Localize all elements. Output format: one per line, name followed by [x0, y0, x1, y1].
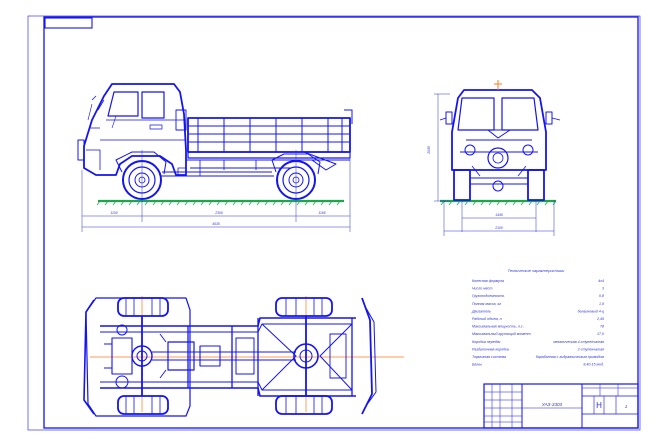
spec-row-value: бензиновый 4-ц: [578, 309, 604, 313]
dim-track: 1445: [495, 213, 503, 217]
dim-overall-width: 2100: [494, 226, 503, 230]
spec-row-label: Максимальная мощность, л.с.: [472, 325, 524, 329]
dim-wheelbase: 2300: [214, 211, 223, 215]
spec-row-value: 78: [600, 325, 604, 329]
spec-row-value: 1,9: [599, 302, 604, 306]
rear-left-tire: [275, 297, 333, 317]
spec-row-label: Число мест: [472, 287, 492, 291]
title-block-designation: УАЗ-3303: [542, 402, 563, 407]
spec-row-value: 3: [602, 287, 604, 291]
spec-row-label: Коробка передач: [472, 340, 501, 344]
spec-row-value: 17,0: [597, 332, 604, 336]
spec-row-label: Тормозная система: [472, 355, 506, 359]
front-view: [439, 80, 561, 206]
spec-row-value: 2-ступенчатая: [577, 347, 604, 351]
spec-row-value: 2,45: [596, 317, 604, 321]
spec-row-label: Двигатель: [471, 309, 491, 313]
spec-row-value: 8,40-15 мод.: [583, 363, 604, 367]
front-left-tire: [117, 297, 169, 317]
spec-table: Технические характеристики Колесная форм…: [471, 268, 605, 367]
dim-height: 2045: [427, 146, 431, 155]
spec-table-title: Технические характеристики: [508, 268, 565, 273]
spec-row-label: Колесная формула: [472, 279, 504, 283]
spec-row-value: механическая 4-ступенчатая: [553, 340, 604, 344]
drawing-frame: [43, 16, 639, 429]
front-right-tire: [117, 395, 169, 415]
spec-row-value: 4x4: [598, 279, 604, 283]
spec-row-label: Грузоподъемность: [472, 294, 504, 298]
front-view-dimensions: [434, 93, 555, 236]
top-view-chassis: [83, 296, 404, 417]
title-block: [483, 383, 639, 429]
title-block-sheet-mark: Н: [596, 401, 602, 410]
spec-row-label: Максимальный крутящий момент: [472, 332, 531, 336]
spec-row-value: барабанная с гидравлическим приводом: [536, 355, 605, 359]
spec-row-label: Раздаточная коробка: [472, 347, 509, 351]
spec-row-label: Рабочий объем, л: [472, 317, 502, 321]
corner-stamp: [44, 17, 93, 29]
title-block-sheets: 1: [625, 404, 628, 409]
dim-overall-length: 4535: [212, 222, 220, 226]
outer-sheet-border: [27, 15, 641, 431]
side-view-dimensions: [81, 150, 351, 232]
spec-row-value: 0,8: [599, 294, 604, 298]
dim-rear-overhang: 1165: [318, 211, 325, 215]
dim-front-overhang: 1100: [110, 211, 117, 215]
front-cab-outline: [451, 89, 547, 171]
spec-row-label: Полная масса, кг: [472, 302, 501, 306]
spec-row-label: Шины: [472, 363, 482, 367]
